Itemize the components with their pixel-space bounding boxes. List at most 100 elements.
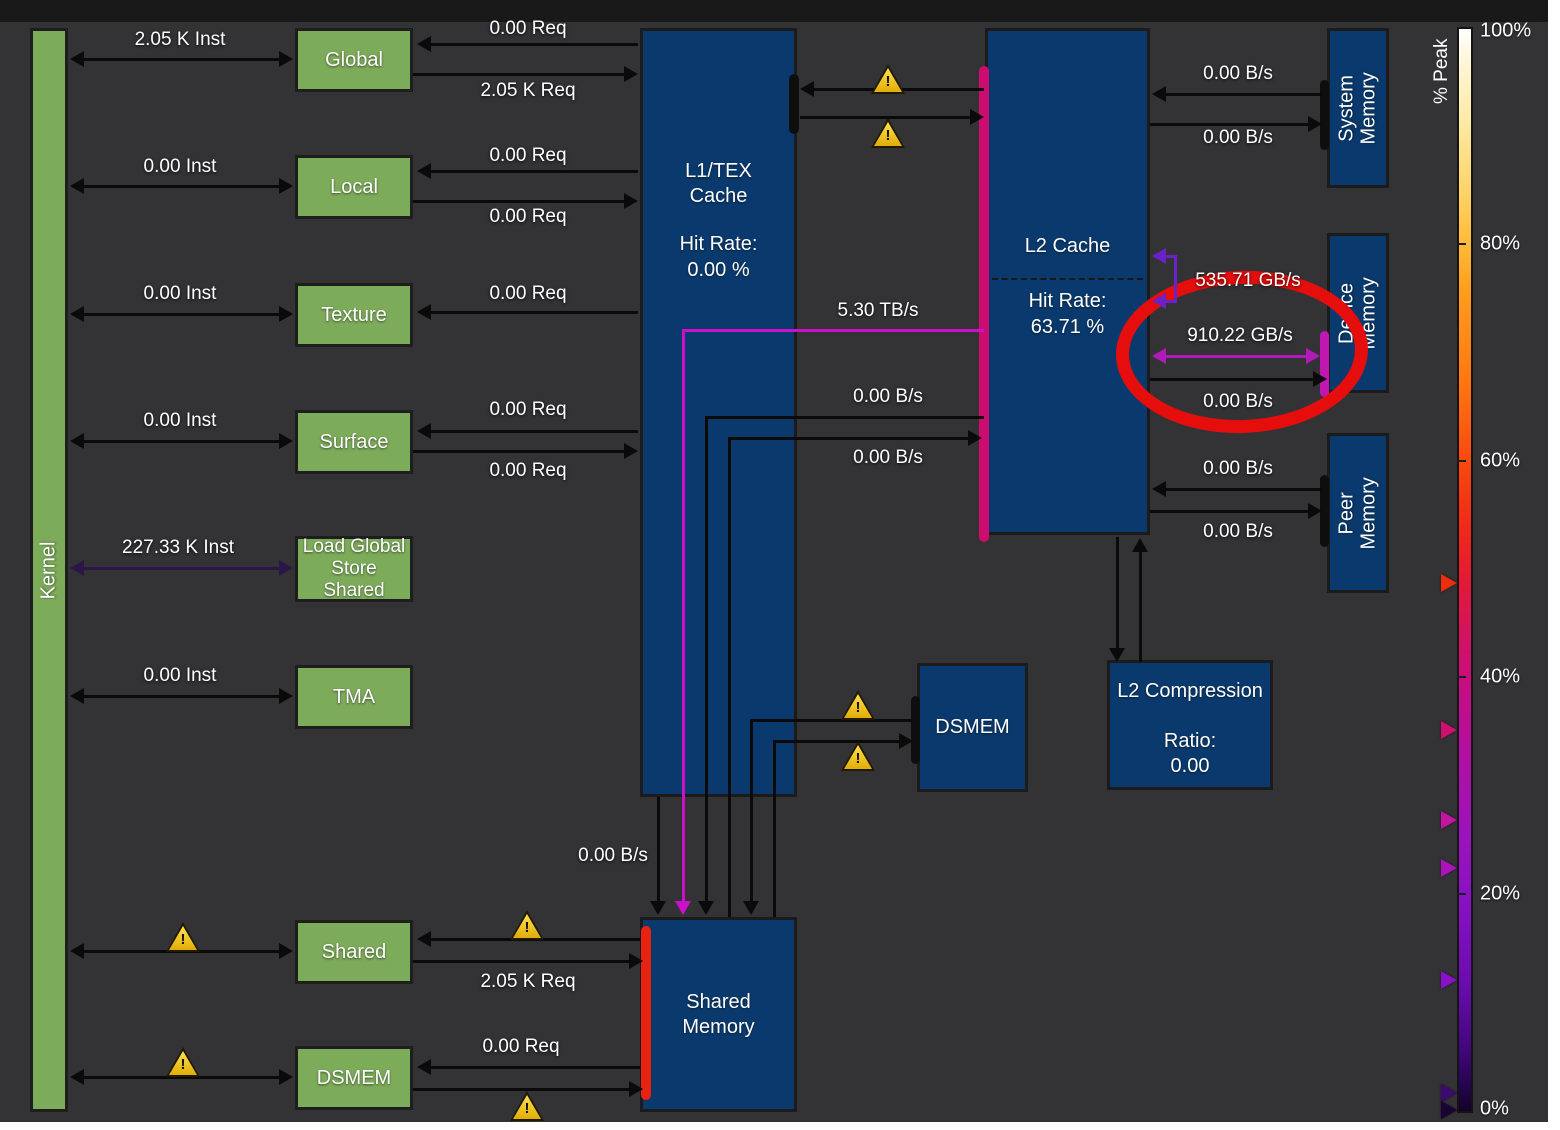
flow-line (82, 695, 283, 698)
peer-memory-block[interactable]: Peer Memory (1327, 433, 1389, 593)
flow-line (429, 311, 638, 314)
kernel-block[interactable]: Kernel (30, 28, 68, 1112)
scale-tick-mark (1457, 243, 1466, 245)
unit-dsmem-label: DSMEM (316, 1066, 392, 1089)
flow-line (82, 567, 283, 570)
arrowhead (1152, 481, 1166, 497)
arrowhead (279, 51, 293, 67)
flow-line (728, 437, 731, 917)
warning-icon: ! (841, 690, 875, 720)
arrowhead (1152, 348, 1166, 364)
flow-line (705, 416, 708, 903)
l1-tex-cache-block[interactable]: L1/TEX Cache Hit Rate: 0.00 % (640, 28, 797, 797)
flow-line (800, 116, 970, 119)
warning-icon: ! (166, 1047, 200, 1077)
scale-tick-mark (1457, 676, 1466, 678)
arrowhead (743, 901, 759, 915)
shared-memory-port (641, 926, 651, 1100)
arrowhead (1152, 86, 1166, 102)
scale-tick-label: 80% (1480, 232, 1521, 255)
arrowhead (70, 560, 84, 576)
unit-lgss[interactable]: Load Global Store Shared (295, 536, 413, 602)
dsmem-title: DSMEM (935, 716, 1010, 738)
scale-marker-icon (1441, 971, 1457, 989)
arrowhead (279, 943, 293, 959)
arrowhead (417, 163, 431, 179)
flow-line (705, 416, 984, 419)
flow-label: 0.00 Req (489, 283, 567, 304)
l2-compression-block[interactable]: L2 Compression Ratio: 0.00 (1107, 660, 1273, 790)
unit-global[interactable]: Global (295, 28, 413, 92)
unit-surface[interactable]: Surface (295, 410, 413, 474)
unit-tma-label: TMA (332, 685, 376, 708)
device-memory-block[interactable]: Device Memory (1327, 233, 1389, 393)
arrowhead (650, 901, 666, 915)
flow-label: 2.05 K Req (480, 971, 576, 992)
l1-hit-rate-value: 0.00 % (687, 259, 750, 281)
l2-hit-rate-value: 63.71 % (1030, 316, 1105, 338)
warning-icon: ! (841, 741, 875, 771)
flow-line (750, 719, 913, 722)
system-memory-port (1320, 80, 1329, 150)
l2-divider (992, 278, 1143, 280)
scale-tick-mark (1457, 893, 1466, 895)
flow-line (1164, 300, 1177, 303)
unit-tma[interactable]: TMA (295, 665, 413, 729)
dsmem-block[interactable]: DSMEM (917, 663, 1028, 792)
flow-line (1116, 537, 1119, 649)
flow-line (429, 170, 638, 173)
scale-tick-label: 0% (1480, 1097, 1509, 1120)
arrowhead (417, 36, 431, 52)
arrowhead (70, 306, 84, 322)
kernel-label: Kernel (37, 541, 60, 599)
flow-label: 0.00 Req (489, 460, 567, 481)
system-memory-block[interactable]: System Memory (1327, 28, 1389, 188)
flow-label: 227.33 K Inst (122, 537, 234, 558)
arrowhead (279, 306, 293, 322)
scale-marker-icon (1441, 574, 1457, 592)
arrowhead (417, 304, 431, 320)
window-edge-right (1548, 0, 1560, 1130)
arrowhead (70, 51, 84, 67)
arrowhead (1306, 348, 1320, 364)
arrowhead (1109, 648, 1125, 662)
arrowhead (970, 109, 984, 125)
arrowhead (968, 430, 982, 446)
flow-line (413, 450, 624, 453)
flow-line (1164, 355, 1306, 358)
arrowhead (800, 81, 814, 97)
warning-icon: ! (510, 910, 544, 940)
peer-memory-port (1320, 475, 1329, 547)
flow-label: 0.00 Req (482, 1036, 560, 1057)
warning-icon: ! (871, 118, 905, 148)
arrowhead (629, 1081, 643, 1097)
flow-label: 0.00 Req (489, 18, 567, 39)
unit-local[interactable]: Local (295, 155, 413, 219)
arrowhead (624, 193, 638, 209)
unit-texture[interactable]: Texture (295, 283, 413, 347)
scale-marker-icon (1441, 1101, 1457, 1119)
flow-line (1174, 255, 1177, 303)
shared-memory-block[interactable]: Shared Memory (640, 917, 797, 1112)
flow-line (1150, 510, 1308, 513)
window-edge-bottom (0, 1122, 1560, 1130)
scale-marker-icon (1441, 721, 1457, 739)
warning-icon: ! (166, 922, 200, 952)
arrowhead (675, 901, 691, 915)
flow-label: 0.00 Inst (143, 410, 217, 431)
arrowhead (629, 953, 643, 969)
flow-label: 5.30 TB/s (837, 300, 919, 321)
flow-label: 0.00 Req (489, 399, 567, 420)
unit-lgss-label: Load Global Store Shared (302, 536, 406, 601)
arrowhead (417, 1059, 431, 1075)
arrowhead (70, 178, 84, 194)
flow-line (1164, 488, 1322, 491)
flow-line (1164, 255, 1177, 258)
unit-shared[interactable]: Shared (295, 920, 413, 984)
shared-memory-title: Shared Memory (682, 990, 755, 1038)
l2-cache-block[interactable]: L2 Cache Hit Rate: 63.71 % (985, 28, 1150, 535)
flow-label: 0.00 B/s (578, 845, 648, 866)
unit-dsmem[interactable]: DSMEM (295, 1046, 413, 1110)
unit-local-label: Local (330, 175, 378, 198)
flow-line (773, 740, 899, 743)
